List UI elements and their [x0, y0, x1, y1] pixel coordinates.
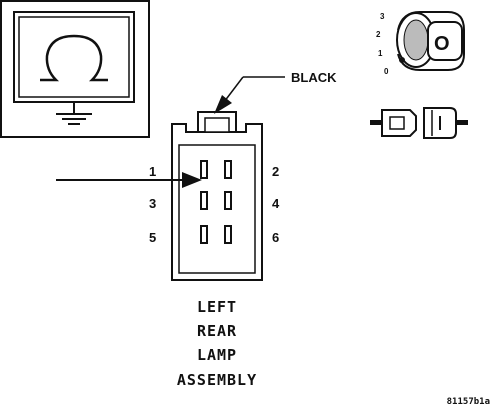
ignition-position-label: 0	[384, 67, 389, 76]
title-line: LAMP	[197, 346, 237, 364]
ignition-switch-icon: 3 2 1 0 O	[376, 11, 465, 76]
ignition-position-label: 1	[378, 49, 383, 58]
connector-housing	[171, 111, 263, 281]
ground-symbol-icon	[0, 0, 150, 138]
ignition-position-label: 2	[376, 30, 381, 39]
wire-color-label: BLACK	[291, 70, 337, 85]
wire-color-callout: BLACK	[214, 70, 337, 114]
component-title: LEFT REAR LAMP ASSEMBLY	[177, 298, 257, 389]
title-line: REAR	[197, 322, 237, 340]
ignition-key-letter: O	[434, 33, 450, 55]
pin-cavity-6	[224, 225, 232, 244]
pin-indicator-arrow	[56, 172, 202, 188]
pin-cavity-3	[200, 191, 208, 210]
pin-cavity-4	[224, 191, 232, 210]
title-line: ASSEMBLY	[177, 371, 257, 389]
figure-id: 81157b1a	[447, 397, 490, 407]
pin-number-label: 6	[272, 230, 279, 245]
pin-number-label: 5	[149, 230, 156, 245]
pin-number-label: 2	[272, 164, 279, 179]
pin-cavity-5	[200, 225, 208, 244]
pin-number-label: 4	[272, 196, 280, 211]
pin-cavity-1	[200, 160, 208, 179]
pin-number-label: 1	[149, 164, 156, 179]
pin-number-label: 3	[149, 196, 156, 211]
pin-cavities	[200, 160, 232, 244]
pin-cavity-2	[224, 160, 232, 179]
connector-unplugged-icon	[370, 107, 468, 139]
ignition-position-label: 3	[380, 12, 385, 21]
title-line: LEFT	[197, 298, 237, 316]
